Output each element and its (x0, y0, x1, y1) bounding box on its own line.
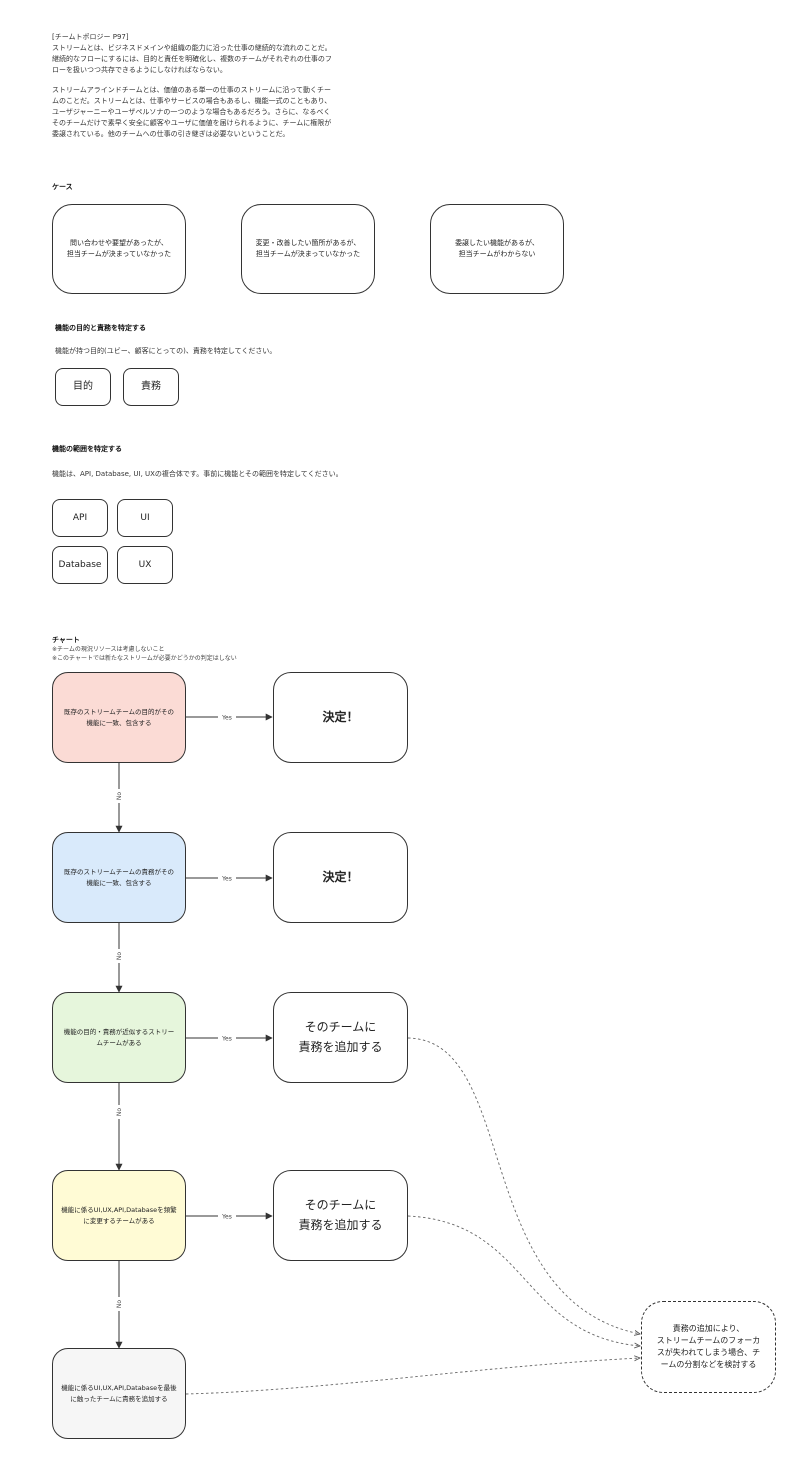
scope-chip-api: API (52, 499, 108, 537)
yes-label: Yes (221, 1036, 232, 1043)
dashed-connector-3 (185, 1358, 640, 1395)
yes-arrow-2: Yes (186, 873, 273, 883)
yes-arrow-3: Yes (186, 1033, 273, 1043)
no-label: No (116, 1300, 123, 1308)
purpose-tag: 目的 (55, 368, 111, 406)
no-label: No (116, 1108, 123, 1116)
result-node-decided-2: 決定！ (273, 832, 408, 923)
case-card-delegate: 委譲したい機能があるが、 担当チームがわからない (430, 204, 564, 294)
no-arrow-3: No (113, 1083, 125, 1171)
intro-paragraph-1: [チームトポロジー P97] ストリームとは、ビジネスドメインや組織の能力に沿っ… (52, 33, 332, 74)
scope-chip-database: Database (52, 546, 108, 584)
no-label: No (116, 792, 123, 800)
scope-heading: 機能の範囲を特定する (52, 445, 122, 453)
decision-node-similar-team: 機能の目的・責務が近似するストリー ムチームがある (52, 992, 186, 1083)
result-node-decided-1: 決定！ (273, 672, 408, 763)
yes-arrow-1: Yes (186, 712, 273, 722)
decision-node-purpose: 既存のストリームチームの目的がその 機能に一致、包含する (52, 672, 186, 763)
yes-label: Yes (221, 715, 232, 722)
responsibility-tag: 責務 (123, 368, 179, 406)
decision-node-responsibility: 既存のストリームチームの責務がその 機能に一致、包含する (52, 832, 186, 923)
case-card-inquiry: 問い合わせや要望があったが、 担当チームが決まっていなかった (52, 204, 186, 294)
chart-notes: ※チームの現況リソースは考慮しないこと ※このチャートでは新たなストリームが必要… (52, 645, 237, 663)
yes-label: Yes (221, 1214, 232, 1221)
split-team-note: 責務の追加により、 ストリームチームのフォーカ スが失われてしまう場合、チ ーム… (641, 1301, 776, 1393)
purpose-description: 機能が持つ目的(ユビー、顧客にとっての)、責務を特定してください。 (55, 347, 277, 355)
scope-chip-ui: UI (117, 499, 173, 537)
cases-heading: ケース (52, 183, 73, 191)
scope-chip-ux: UX (117, 546, 173, 584)
chart-note-2: ※このチャートでは新たなストリームが必要かどうかの判定はしない (52, 655, 237, 662)
case-card-change: 変更・改善したい箇所があるが、 担当チームが決まっていなかった (241, 204, 375, 294)
chart-note-1: ※チームの現況リソースは考慮しないこと (52, 646, 165, 653)
result-node-add-responsibility-2: そのチームに 責務を追加する (273, 1170, 408, 1261)
intro-paragraph-2: ストリームアラインドチームとは、価値のある単一の仕事のストリームに沿って動くチー… (52, 86, 332, 138)
dashed-connector-1 (407, 1037, 640, 1334)
result-node-add-responsibility-1: そのチームに 責務を追加する (273, 992, 408, 1083)
purpose-heading: 機能の目的と責務を特定する (55, 324, 146, 332)
no-arrow-2: No (113, 923, 125, 993)
decision-node-last-touched: 機能に係るUI,UX,API,Databaseを最後 に触ったチームに責務を追加… (52, 1348, 186, 1439)
no-arrow-1: No (113, 763, 125, 833)
dashed-connector-2 (407, 1215, 640, 1346)
yes-arrow-4: Yes (186, 1211, 273, 1221)
decision-node-frequent-change: 機能に係るUI,UX,API,Databaseを頻繁 に変更するチームがある (52, 1170, 186, 1261)
intro-text: [チームトポロジー P97] ストリームとは、ビジネスドメインや組織の能力に沿っ… (52, 32, 372, 150)
no-label: No (116, 952, 123, 960)
no-arrow-4: No (113, 1261, 125, 1349)
chart-heading: チャート (52, 636, 80, 644)
yes-label: Yes (221, 876, 232, 883)
scope-description: 機能は、API, Database, UI, UXの複合体です。事前に機能とその… (52, 470, 343, 478)
